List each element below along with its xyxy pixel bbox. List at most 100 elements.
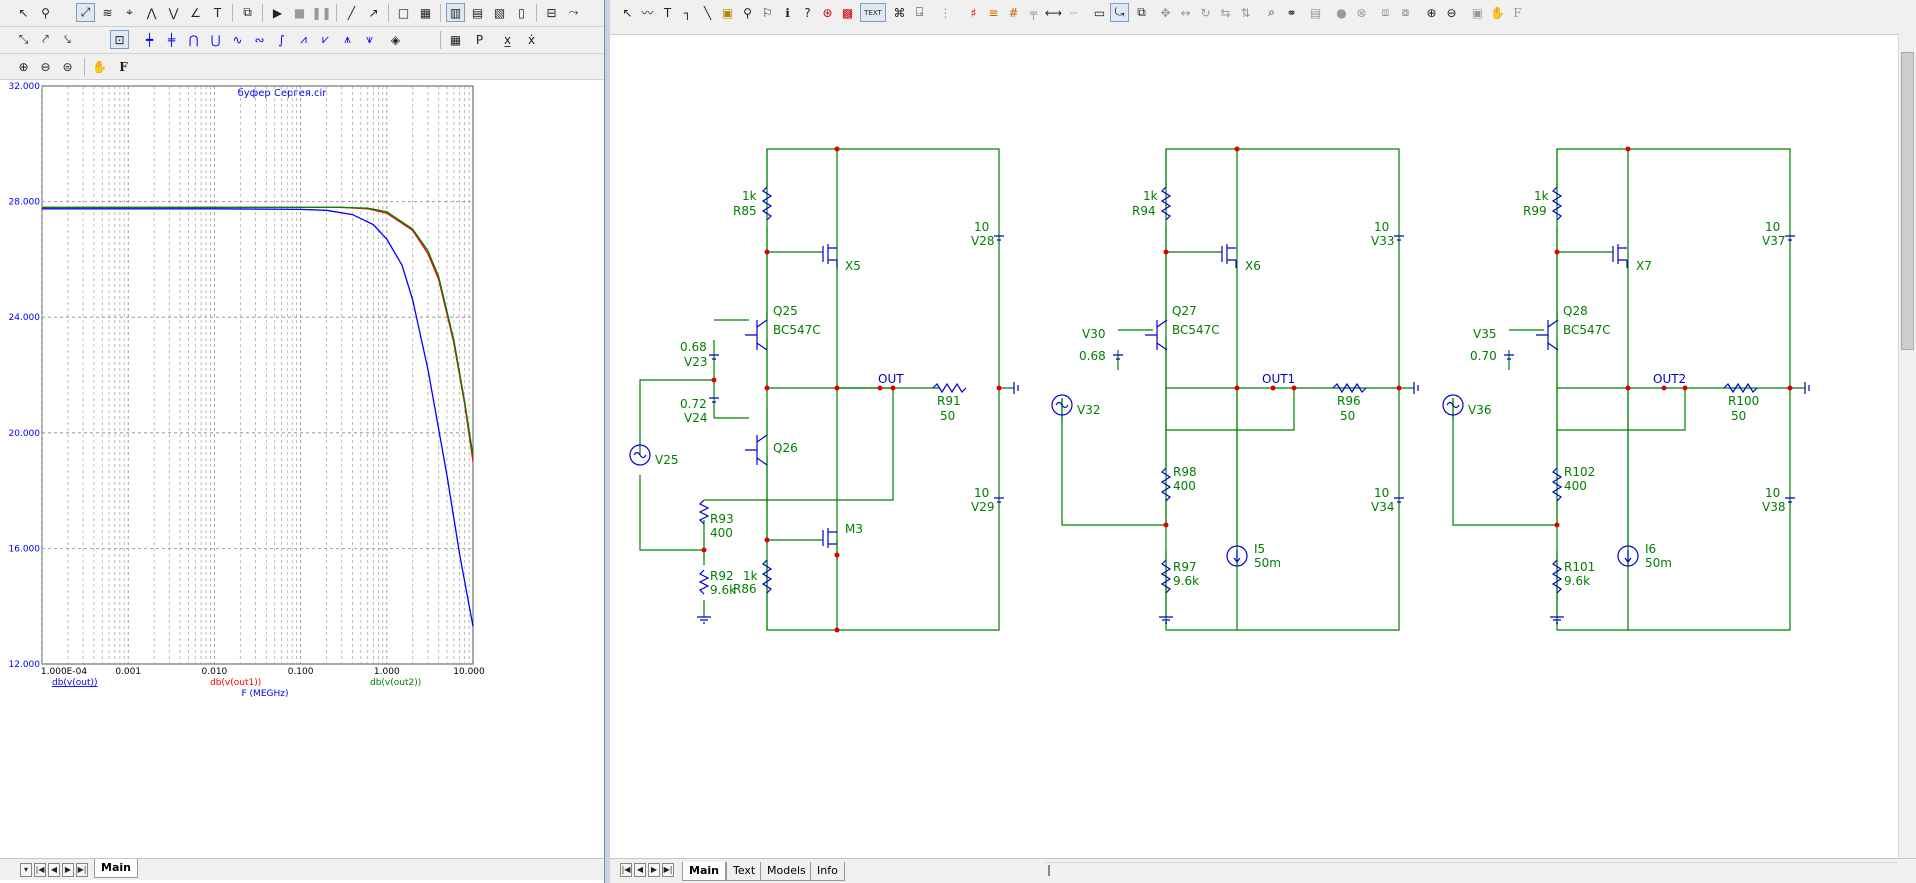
toggle-icon[interactable]: ⧉ bbox=[1137, 5, 1146, 19]
marker-icon[interactable]: ⤡ bbox=[18, 32, 29, 46]
tab-dropdown-icon[interactable]: ▾ bbox=[20, 863, 32, 877]
last-tab-icon[interactable]: ▶| bbox=[76, 863, 88, 877]
y-axis-icon[interactable]: ẋ bbox=[527, 32, 536, 47]
auto-scale-icon[interactable]: ⊡ bbox=[110, 30, 129, 49]
peak-go-icon[interactable]: ⋂ bbox=[188, 32, 199, 47]
tab-text[interactable]: Text bbox=[726, 862, 763, 881]
rename-icon[interactable]: ≡ bbox=[988, 5, 999, 20]
component-icon[interactable]: ▩ bbox=[841, 5, 854, 20]
tab-info[interactable]: Info bbox=[810, 862, 845, 881]
global-low-icon[interactable]: ⩗ bbox=[322, 32, 329, 46]
zoom-out-icon[interactable]: ⊖ bbox=[1446, 5, 1457, 20]
next-tab-icon[interactable]: ▶ bbox=[648, 863, 660, 877]
out1-node-label[interactable]: OUT1 bbox=[1262, 372, 1295, 386]
rotate-icon[interactable]: ↻ bbox=[1200, 5, 1211, 20]
run-icon[interactable]: ▶ bbox=[272, 5, 283, 20]
page-icon[interactable]: ▣ bbox=[1471, 5, 1484, 20]
x-axis-icon[interactable]: x̲ bbox=[503, 32, 512, 47]
find-icon[interactable]: ⌕ bbox=[1268, 5, 1275, 19]
last-tab-icon[interactable]: ▶| bbox=[662, 863, 674, 877]
node-icon[interactable]: ⌘ bbox=[893, 5, 906, 20]
top-icon[interactable]: ⩚ bbox=[344, 32, 351, 46]
group-icon[interactable]: ⧈ bbox=[1381, 5, 1390, 19]
palette-icon[interactable]: ◈ bbox=[390, 32, 401, 47]
flag-icon[interactable]: ▣ bbox=[721, 5, 734, 20]
legend-entry[interactable]: db(v(out1)) bbox=[210, 678, 261, 688]
select-icon[interactable]: ↖ bbox=[18, 5, 29, 20]
pause-icon[interactable]: ❚❚ bbox=[311, 5, 332, 20]
legend-entry[interactable]: db(v(out2)) bbox=[370, 678, 421, 688]
prev-tab-icon[interactable]: ◀ bbox=[48, 863, 60, 877]
prev-tab-icon[interactable]: ◀ bbox=[634, 863, 646, 877]
vertical-scroll-thumb[interactable] bbox=[1901, 52, 1914, 350]
next-point-icon[interactable]: ┿ bbox=[145, 32, 154, 47]
zoom-out-icon[interactable]: ⊖ bbox=[40, 59, 51, 74]
part-icon[interactable]: ⊛ bbox=[822, 5, 833, 20]
attr-icon[interactable]: ♯ bbox=[970, 5, 977, 20]
scroll-left-icon[interactable] bbox=[1048, 865, 1050, 876]
tracker-icon[interactable]: ⤳ bbox=[568, 5, 579, 19]
text-icon[interactable]: T bbox=[213, 5, 222, 20]
pointer-flag-icon[interactable]: ⚐ bbox=[762, 5, 773, 20]
layout-1-icon[interactable]: ▥ bbox=[446, 3, 465, 22]
point-tag-icon[interactable]: ⤥ bbox=[64, 32, 71, 46]
out2-node-label[interactable]: OUT2 bbox=[1653, 372, 1686, 386]
tab-main[interactable]: Main bbox=[94, 859, 138, 878]
dotted-icon[interactable]: ┄ bbox=[1069, 5, 1078, 20]
layout-3-icon[interactable]: ▧ bbox=[493, 5, 506, 20]
first-tab-icon[interactable]: |◀ bbox=[620, 863, 632, 877]
next-tab-icon[interactable]: ▶ bbox=[62, 863, 74, 877]
bode-icon[interactable]: ≋ bbox=[102, 5, 113, 20]
low-icon[interactable]: ∾ bbox=[254, 32, 265, 47]
warning-icon[interactable]: ● bbox=[1336, 5, 1347, 20]
peak-icon[interactable]: ⋀ bbox=[146, 5, 157, 20]
binoculars-icon[interactable]: ⚭ bbox=[1286, 5, 1297, 20]
layout-2-icon[interactable]: ▤ bbox=[471, 5, 484, 20]
global-high-icon[interactable]: ⩘ bbox=[300, 32, 307, 46]
move-icon[interactable]: ✥ bbox=[1160, 5, 1171, 20]
schematic-vertical-scrollbar[interactable] bbox=[1898, 34, 1916, 859]
arrow-icon[interactable]: ↗ bbox=[368, 5, 379, 20]
text-toggle-button[interactable]: TEXT bbox=[860, 3, 886, 22]
flip-icon[interactable]: ⇅ bbox=[1240, 5, 1251, 20]
point-label-icon[interactable]: P bbox=[475, 32, 484, 47]
pan-icon[interactable]: ✋ bbox=[92, 59, 107, 74]
mode-icon[interactable]: ⤿ bbox=[1110, 3, 1129, 22]
probe-icon[interactable]: ⚲ bbox=[743, 5, 752, 20]
out-node-label[interactable]: OUT bbox=[878, 372, 904, 386]
layout-4-icon[interactable]: ▯ bbox=[518, 5, 525, 20]
ungroup-icon[interactable]: ⧇ bbox=[1401, 5, 1410, 19]
help-icon[interactable]: ? bbox=[804, 5, 811, 20]
diag-wire-icon[interactable]: ╲ bbox=[703, 5, 712, 20]
high-icon[interactable]: ∿ bbox=[232, 32, 243, 47]
tab-models[interactable]: Models bbox=[760, 862, 813, 881]
valley-go-icon[interactable]: ⋃ bbox=[210, 32, 221, 47]
font-icon[interactable]: F bbox=[1513, 5, 1522, 20]
zoom-fit-icon[interactable]: ⊜ bbox=[62, 59, 73, 74]
cursor-icon[interactable]: ⌖ bbox=[126, 5, 133, 19]
valley-icon[interactable]: ⋁ bbox=[168, 5, 179, 20]
stretch-icon[interactable]: ↔ bbox=[1180, 5, 1191, 20]
grid-icon[interactable]: ▦ bbox=[419, 5, 432, 20]
zoom-in-icon[interactable]: ⊕ bbox=[1426, 5, 1437, 20]
bottom-icon[interactable]: ⩛ bbox=[366, 32, 373, 46]
analysis-plot[interactable]: буфер Сергея.cir 32.00028.00024.00020.00… bbox=[0, 80, 603, 860]
comment-icon[interactable]: ▤ bbox=[1309, 5, 1322, 20]
tab-main[interactable]: Main bbox=[682, 862, 726, 881]
ortho-wire-icon[interactable]: ┐ bbox=[683, 5, 692, 20]
first-tab-icon[interactable]: |◀ bbox=[34, 863, 46, 877]
text-icon[interactable]: T bbox=[663, 5, 672, 20]
select-icon[interactable]: ↖ bbox=[622, 5, 633, 20]
pan-icon[interactable]: ✋ bbox=[1490, 5, 1505, 20]
error-icon[interactable]: ⊗ bbox=[1356, 5, 1367, 20]
legend-entry[interactable]: db(v(out)) bbox=[52, 678, 98, 688]
tag-icon[interactable]: ⤤ bbox=[42, 32, 49, 46]
pin-connect-icon[interactable]: ╤ bbox=[1029, 5, 1038, 20]
mirror-icon[interactable]: ⇆ bbox=[1220, 5, 1231, 20]
numbers-icon[interactable]: # bbox=[1008, 5, 1019, 20]
pin-icon[interactable]: ⍈ bbox=[915, 5, 924, 19]
table-icon[interactable]: ▦ bbox=[449, 32, 462, 47]
copy-icon[interactable]: ⧉ bbox=[243, 5, 252, 19]
frame-icon[interactable]: □ bbox=[397, 5, 410, 20]
inflection-icon[interactable]: ∫ bbox=[278, 32, 285, 47]
